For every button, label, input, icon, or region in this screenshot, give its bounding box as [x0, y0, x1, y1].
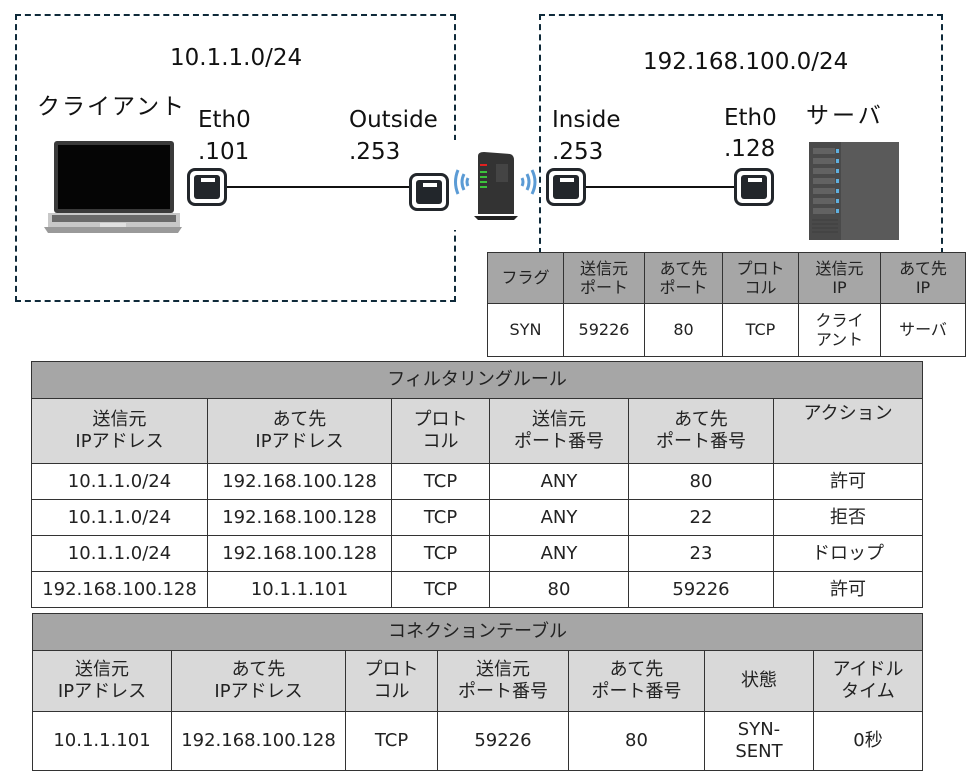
- rule-dst-ip: 10.1.1.101: [207, 571, 392, 608]
- header-protocol: プロト コル: [345, 650, 438, 712]
- outside-label: Outside: [349, 107, 438, 133]
- packet-header-dst-port: あて先 ポート: [644, 252, 723, 304]
- header-state: 状態: [704, 650, 814, 712]
- inside-ethernet-port-icon: [546, 168, 586, 206]
- packet-header-flag: フラグ: [487, 252, 564, 304]
- packet-header-dst-ip: あて先 IP: [880, 252, 966, 304]
- server-icon: [809, 140, 901, 242]
- rule-dst-ip: 192.168.100.128: [207, 535, 392, 572]
- header-protocol: プロト コル: [391, 398, 490, 464]
- rule-dst-port: 23: [628, 535, 774, 572]
- table-row: 10.1.1.0/24 192.168.100.128 TCP ANY 22 拒…: [31, 499, 924, 536]
- right-cable: [586, 186, 736, 188]
- packet-table: フラグ 送信元 ポート あて先 ポート プロト コル 送信元 IP あて先 IP…: [487, 252, 966, 357]
- conn-src-port: 59226: [437, 711, 569, 771]
- table-row: 192.168.100.128 10.1.1.101 TCP 80 59226 …: [31, 571, 924, 608]
- client-eth0-label: Eth0: [198, 107, 251, 133]
- conn-src-ip: 10.1.1.101: [32, 711, 172, 771]
- rule-src-port: ANY: [489, 499, 629, 536]
- left-subnet-label: 10.1.1.0/24: [170, 45, 303, 71]
- rule-protocol: TCP: [391, 535, 490, 572]
- rule-action: 許可: [772, 463, 924, 500]
- packet-src-port: 59226: [563, 303, 645, 357]
- conn-dst-port: 80: [568, 711, 705, 771]
- server-label: サーバ: [806, 103, 884, 129]
- conn-dst-ip: 192.168.100.128: [171, 711, 346, 771]
- packet-header-row: フラグ 送信元 ポート あて先 ポート プロト コル 送信元 IP あて先 IP: [487, 252, 966, 304]
- rule-src-ip: 192.168.100.128: [31, 571, 208, 608]
- rule-action: 拒否: [772, 499, 924, 536]
- rule-dst-ip: 192.168.100.128: [207, 463, 392, 500]
- rule-src-ip: 10.1.1.0/24: [31, 463, 208, 500]
- header-src-ip: 送信元 IPアドレス: [31, 398, 208, 464]
- packet-dst-port: 80: [644, 303, 723, 357]
- connection-table: コネクションテーブル 送信元 IPアドレス あて先 IPアドレス プロト コル …: [32, 613, 923, 771]
- client-ip-label: .101: [198, 139, 250, 165]
- table-row: 10.1.1.101 192.168.100.128 TCP 59226 80 …: [32, 711, 923, 771]
- rule-protocol: TCP: [391, 499, 490, 536]
- packet-dst-ip: サーバ: [880, 303, 966, 357]
- server-ip-label: .128: [724, 136, 776, 162]
- connection-header-row: 送信元 IPアドレス あて先 IPアドレス プロト コル 送信元 ポート番号 あ…: [32, 650, 923, 712]
- inside-label: Inside: [552, 107, 621, 133]
- rule-src-port: ANY: [489, 463, 629, 500]
- header-src-port: 送信元 ポート番号: [437, 650, 569, 712]
- rule-protocol: TCP: [391, 571, 490, 608]
- rule-action: ドロップ: [772, 535, 924, 572]
- rule-src-port: 80: [489, 571, 629, 608]
- packet-header-src-port: 送信元 ポート: [563, 252, 645, 304]
- outside-ethernet-port-icon: [409, 173, 449, 211]
- right-subnet-label: 192.168.100.0/24: [643, 49, 849, 75]
- laptop-icon: [42, 139, 184, 237]
- header-idle-time: アイドル タイム: [813, 650, 923, 712]
- client-label: クライアント: [37, 94, 187, 120]
- table-row: 10.1.1.0/24 192.168.100.128 TCP ANY 23 ド…: [31, 535, 924, 572]
- packet-protocol: TCP: [722, 303, 799, 357]
- header-action: アクション: [772, 398, 924, 464]
- rule-dst-ip: 192.168.100.128: [207, 499, 392, 536]
- client-ethernet-port-icon: [187, 168, 227, 206]
- filter-rules-header-row: 送信元 IPアドレス あて先 IPアドレス プロト コル 送信元 ポート番号 あ…: [31, 398, 924, 464]
- server-eth0-label: Eth0: [724, 105, 777, 131]
- table-row: 10.1.1.0/24 192.168.100.128 TCP ANY 80 許…: [31, 463, 924, 500]
- filter-rules-table: フィルタリングルール 送信元 IPアドレス あて先 IPアドレス プロト コル …: [30, 361, 924, 608]
- header-dst-ip: あて先 IPアドレス: [207, 398, 392, 464]
- header-dst-ip: あて先 IPアドレス: [171, 650, 346, 712]
- conn-idle-time: 0秒: [813, 711, 923, 771]
- header-src-port: 送信元 ポート番号: [489, 398, 629, 464]
- left-cable: [226, 186, 410, 188]
- packet-header-src-ip: 送信元 IP: [798, 252, 881, 304]
- rule-src-ip: 10.1.1.0/24: [31, 499, 208, 536]
- filter-rules-title: フィルタリングルール: [30, 361, 924, 399]
- rule-protocol: TCP: [391, 463, 490, 500]
- router-icon: [452, 150, 544, 222]
- connection-table-title: コネクションテーブル: [32, 613, 923, 651]
- header-src-ip: 送信元 IPアドレス: [32, 650, 172, 712]
- header-dst-port: あて先 ポート番号: [628, 398, 774, 464]
- packet-flag: SYN: [487, 303, 564, 357]
- header-dst-port: あて先 ポート番号: [568, 650, 705, 712]
- rule-dst-port: 80: [628, 463, 774, 500]
- rule-src-port: ANY: [489, 535, 629, 572]
- conn-protocol: TCP: [345, 711, 438, 771]
- packet-value-row: SYN 59226 80 TCP クライ アント サーバ: [487, 303, 966, 357]
- conn-state: SYN- SENT: [704, 711, 814, 771]
- packet-header-protocol: プロト コル: [722, 252, 799, 304]
- rule-src-ip: 10.1.1.0/24: [31, 535, 208, 572]
- inside-ip-label: .253: [552, 139, 604, 165]
- packet-src-ip: クライ アント: [798, 303, 881, 357]
- outside-ip-label: .253: [349, 139, 401, 165]
- rule-action: 許可: [772, 571, 924, 608]
- rule-dst-port: 22: [628, 499, 774, 536]
- rule-dst-port: 59226: [628, 571, 774, 608]
- server-ethernet-port-icon: [734, 168, 774, 206]
